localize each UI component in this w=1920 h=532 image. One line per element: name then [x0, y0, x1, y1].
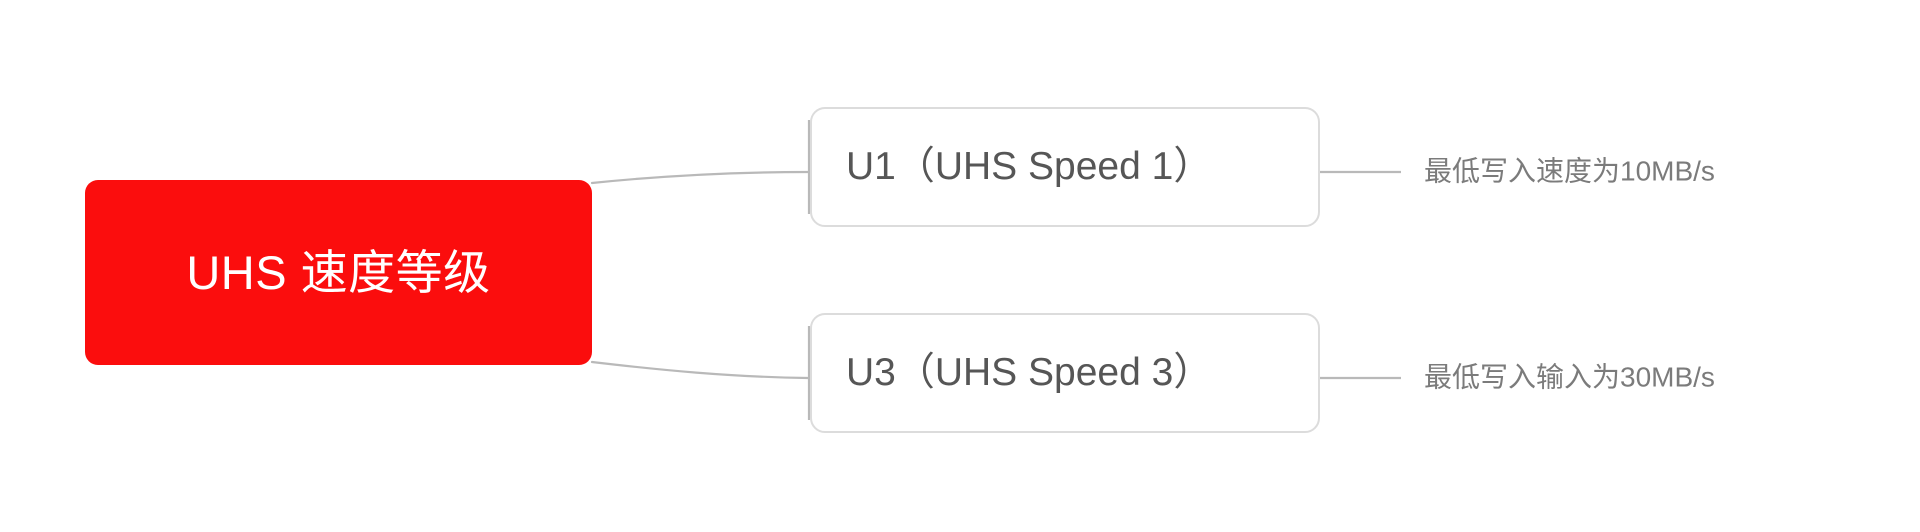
root-node[interactable]: UHS 速度等级 — [85, 180, 592, 365]
branch-node-u1-label: U1（UHS Speed 1） — [846, 144, 1213, 188]
edge-root-to-branch-1 — [590, 360, 810, 380]
branch-node-u3[interactable]: U3（UHS Speed 3） — [810, 313, 1320, 433]
edge-root-to-branch-0 — [590, 170, 810, 185]
root-node-label: UHS 速度等级 — [186, 245, 491, 299]
branch-node-u1[interactable]: U1（UHS Speed 1） — [810, 107, 1320, 227]
leaf-node-u3-description[interactable]: 最低写入输入为30MB/s — [1424, 361, 1715, 393]
branch-node-u3-label: U3（UHS Speed 3） — [846, 350, 1213, 394]
leaf-node-u1-description[interactable]: 最低写入速度为10MB/s — [1424, 155, 1715, 187]
